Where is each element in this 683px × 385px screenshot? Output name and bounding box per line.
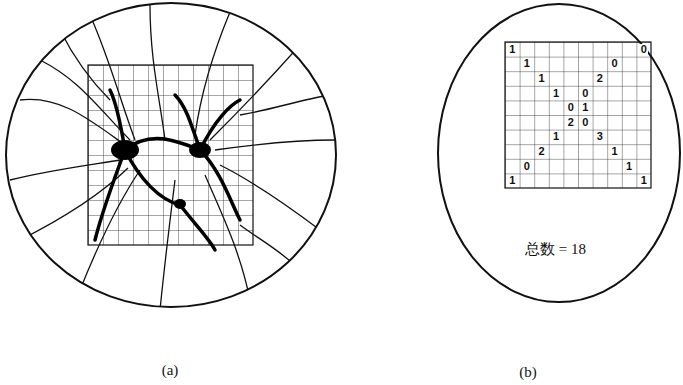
- cell-count: 2: [596, 73, 604, 84]
- cell-count: 1: [537, 73, 545, 84]
- cell-count: 0: [581, 117, 589, 128]
- counting-grid: [88, 65, 253, 245]
- cell-count: 0: [581, 88, 589, 99]
- neuron-processes: [95, 90, 240, 250]
- cell-bodies: [111, 140, 211, 209]
- cell-count: 0: [523, 161, 531, 172]
- field-circle: [6, 3, 336, 307]
- panel-label: (a): [162, 363, 179, 378]
- dendrites: [10, 5, 335, 310]
- cell-count: 0: [640, 44, 648, 55]
- panel-label: (b): [519, 365, 537, 380]
- cell-count: 0: [567, 102, 575, 113]
- cell-count: 3: [596, 131, 604, 142]
- cell-count: 1: [581, 102, 589, 113]
- cell-count: 1: [508, 44, 516, 55]
- cell-count: 1: [523, 58, 531, 69]
- cell-count: 2: [567, 117, 575, 128]
- cell-count: 1: [640, 175, 648, 186]
- cell-count: 1: [625, 161, 633, 172]
- count-grid: [505, 42, 651, 188]
- cell-count: 1: [610, 146, 618, 157]
- total-count: 总数 = 18: [525, 241, 586, 258]
- cell-count: 1: [552, 131, 560, 142]
- cell-count: 1: [552, 88, 560, 99]
- cell-count: 2: [537, 146, 545, 157]
- cell-count: 1: [508, 175, 516, 186]
- cell-count: 0: [610, 58, 618, 69]
